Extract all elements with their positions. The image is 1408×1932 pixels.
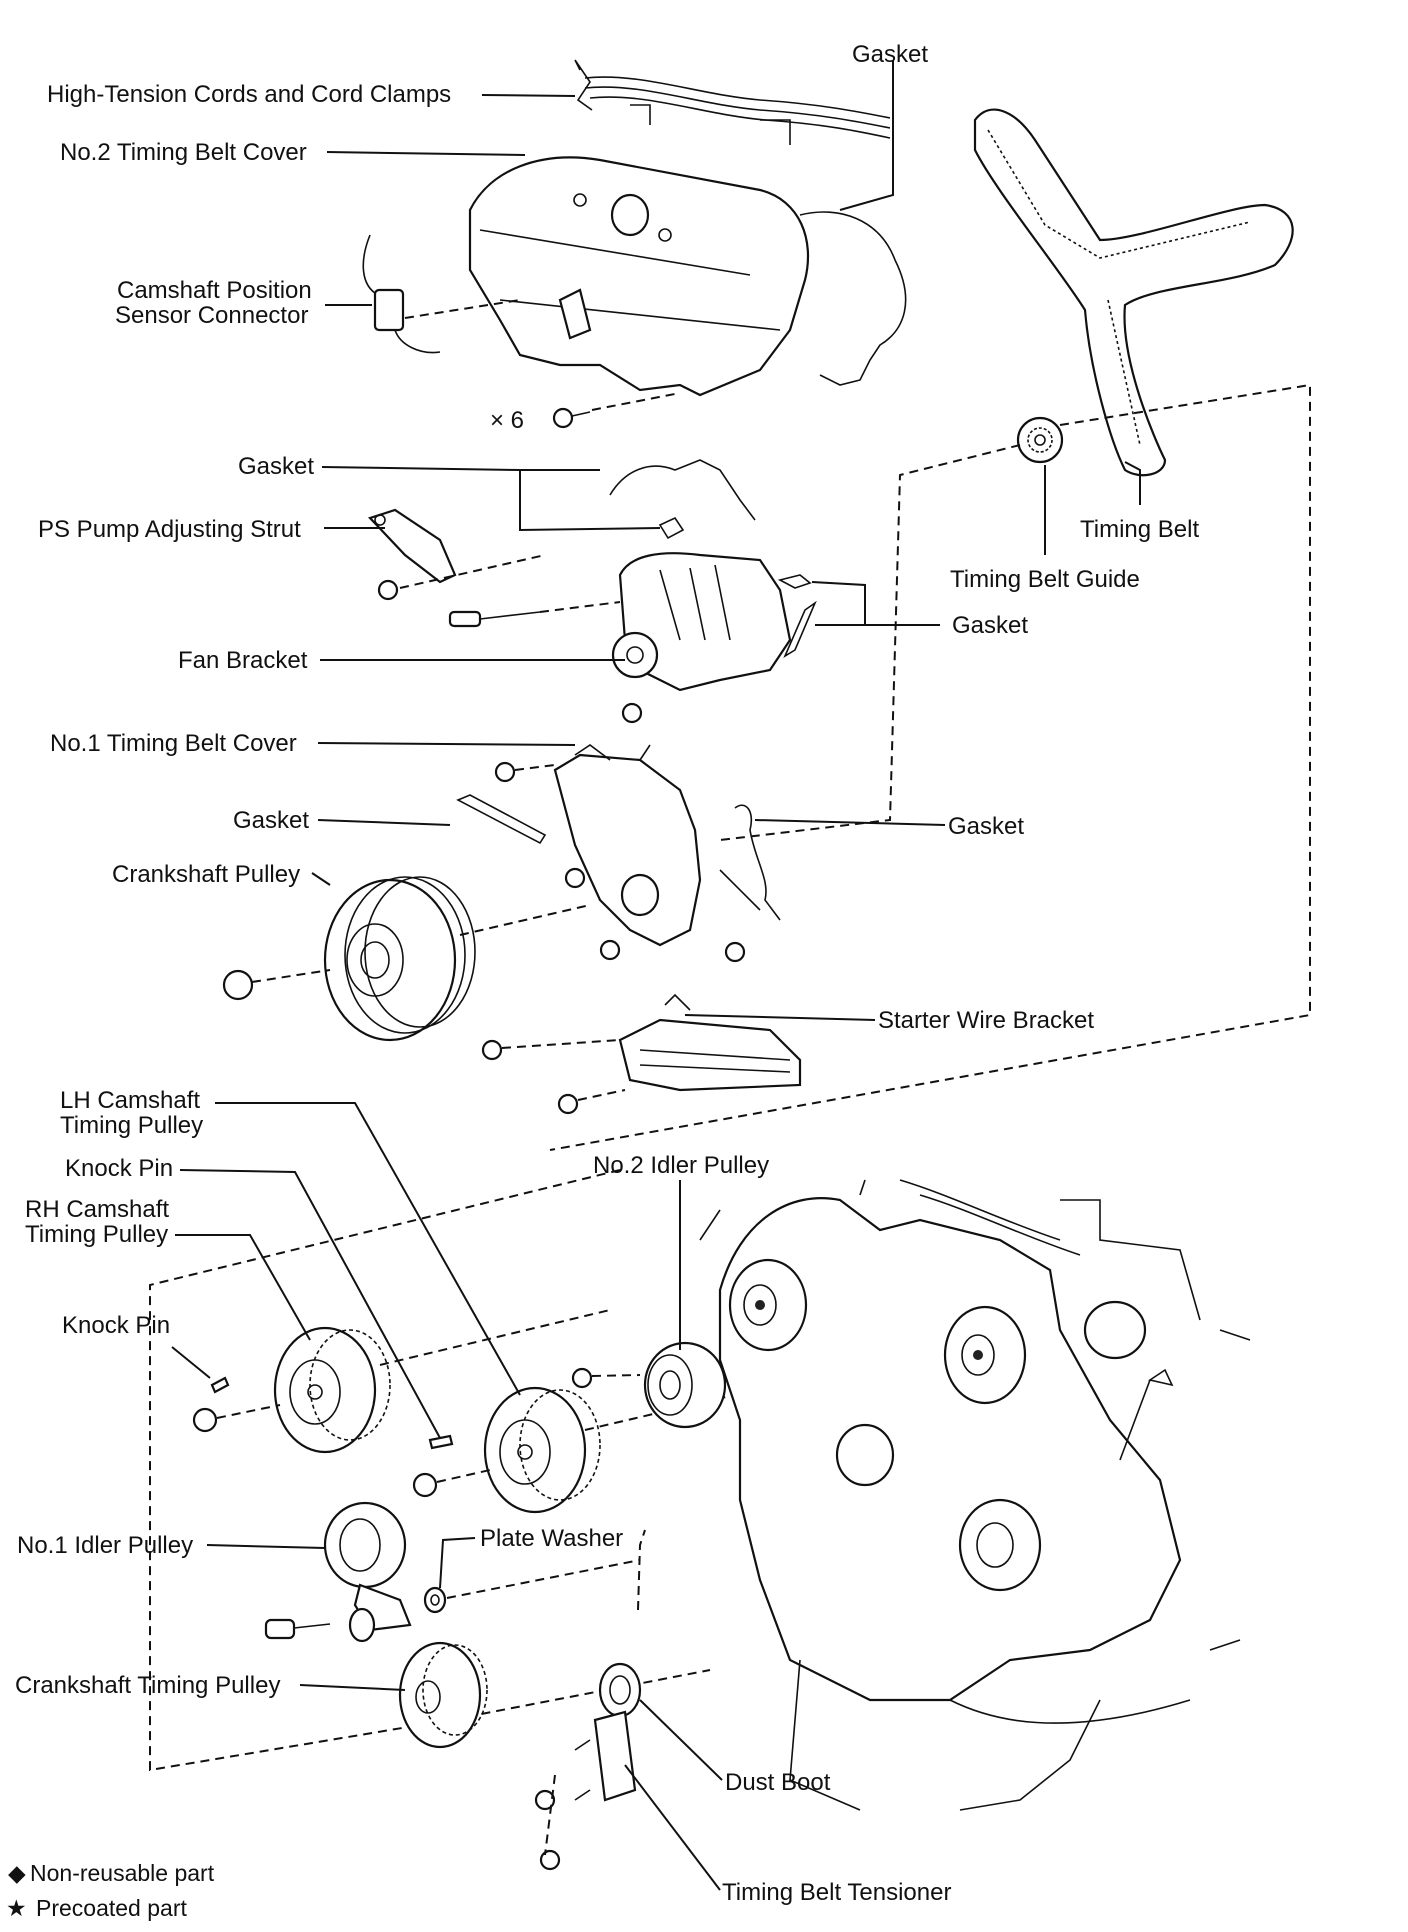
label-timing-belt-guide: Timing Belt Guide: [950, 566, 1140, 593]
timing-belt-guide-part: [1016, 416, 1064, 464]
gasket-2-part: [609, 459, 756, 521]
label-gasket-2: Gasket: [238, 453, 314, 480]
gasket-top-part: [799, 211, 907, 386]
gasket-right-part: [777, 574, 817, 658]
no1-idler-pulley-part: [264, 1501, 412, 1643]
gasket-left-part: [456, 794, 547, 845]
labels: Gasket High-Tension Cords and Cord Clamp…: [15, 41, 1199, 1906]
crankshaft-pulley-part: [222, 867, 746, 1042]
legend-precoated-symbol: ★: [6, 1895, 27, 1921]
tensioner-part: [534, 1529, 646, 1871]
label-crankshaft-pulley: Crankshaft Pulley: [112, 861, 300, 888]
rh-camshaft-timing-pulley-part: [192, 1309, 611, 1454]
no2-idler-pulley-part: [571, 1341, 801, 1429]
cam-position-sensor-connector: [362, 234, 521, 354]
label-rh-camshaft-1: RH Camshaft: [25, 1196, 169, 1223]
legend: ◆ Non-reusable part ★ Precoated part: [6, 1860, 215, 1921]
label-lh-camshaft-2: Timing Pulley: [60, 1112, 203, 1139]
legend-non-reusable-text: Non-reusable part: [30, 1860, 215, 1886]
no2-timing-belt-cover: [468, 156, 810, 397]
label-no1-idler-pulley: No.1 Idler Pulley: [17, 1532, 193, 1559]
label-gasket-top: Gasket: [852, 41, 928, 68]
legend-non-reusable-symbol: ◆: [8, 1860, 26, 1886]
ps-pump-adjusting-strut-part: [367, 508, 546, 601]
label-camshaft-position-2: Sensor Connector: [115, 302, 308, 329]
label-plate-washer: Plate Washer: [480, 1525, 623, 1552]
clip-part: [658, 516, 685, 540]
knock-pin-2-part: [428, 1434, 454, 1450]
label-ps-pump-strut: PS Pump Adjusting Strut: [38, 516, 301, 543]
label-knock-pin-1: Knock Pin: [65, 1155, 173, 1182]
label-no2-idler-pulley: No.2 Idler Pulley: [593, 1152, 769, 1179]
label-no1-timing-belt-cover: No.1 Timing Belt Cover: [50, 730, 297, 757]
plate-washer-part: [423, 1559, 641, 1614]
label-crankshaft-timing-pulley: Crankshaft Timing Pulley: [15, 1672, 280, 1699]
cover-bolt-x6: [552, 392, 681, 429]
label-gasket-left: Gasket: [233, 807, 309, 834]
label-lh-camshaft-1: LH Camshaft: [60, 1087, 200, 1114]
label-timing-belt: Timing Belt: [1080, 516, 1199, 543]
label-camshaft-position-1: Camshaft Position: [117, 277, 312, 304]
crankshaft-timing-pulley-part: [398, 1641, 488, 1749]
high-tension-cords: [574, 59, 891, 145]
label-timing-belt-tensioner: Timing Belt Tensioner: [722, 1879, 951, 1906]
engine-block: [699, 1179, 1251, 1811]
label-gasket-right-2: Gasket: [948, 813, 1024, 840]
fan-bracket-part: [448, 552, 792, 724]
label-gasket-right: Gasket: [952, 612, 1028, 639]
label-rh-camshaft-2: Timing Pulley: [25, 1221, 168, 1248]
legend-precoated-text: Precoated part: [36, 1895, 187, 1921]
starter-wire-bracket-part: [481, 993, 802, 1115]
label-starter-wire-bracket: Starter Wire Bracket: [878, 1007, 1094, 1034]
belt-alignment-dashed: [549, 383, 1311, 1151]
timing-belt-part: [973, 108, 1294, 477]
timing-layout-dashed: [149, 1169, 711, 1772]
label-fan-bracket: Fan Bracket: [178, 647, 308, 674]
gasket-right2-part: [719, 804, 781, 921]
label-dust-boot: Dust Boot: [725, 1769, 831, 1796]
label-bolts-x6: × 6: [490, 407, 524, 434]
no1-timing-belt-cover-part: [494, 744, 702, 947]
label-knock-pin-2: Knock Pin: [62, 1312, 170, 1339]
leader-lines: [171, 60, 1141, 1891]
label-no2-timing-belt-cover: No.2 Timing Belt Cover: [60, 139, 307, 166]
label-high-tension-cords: High-Tension Cords and Cord Clamps: [47, 81, 451, 108]
